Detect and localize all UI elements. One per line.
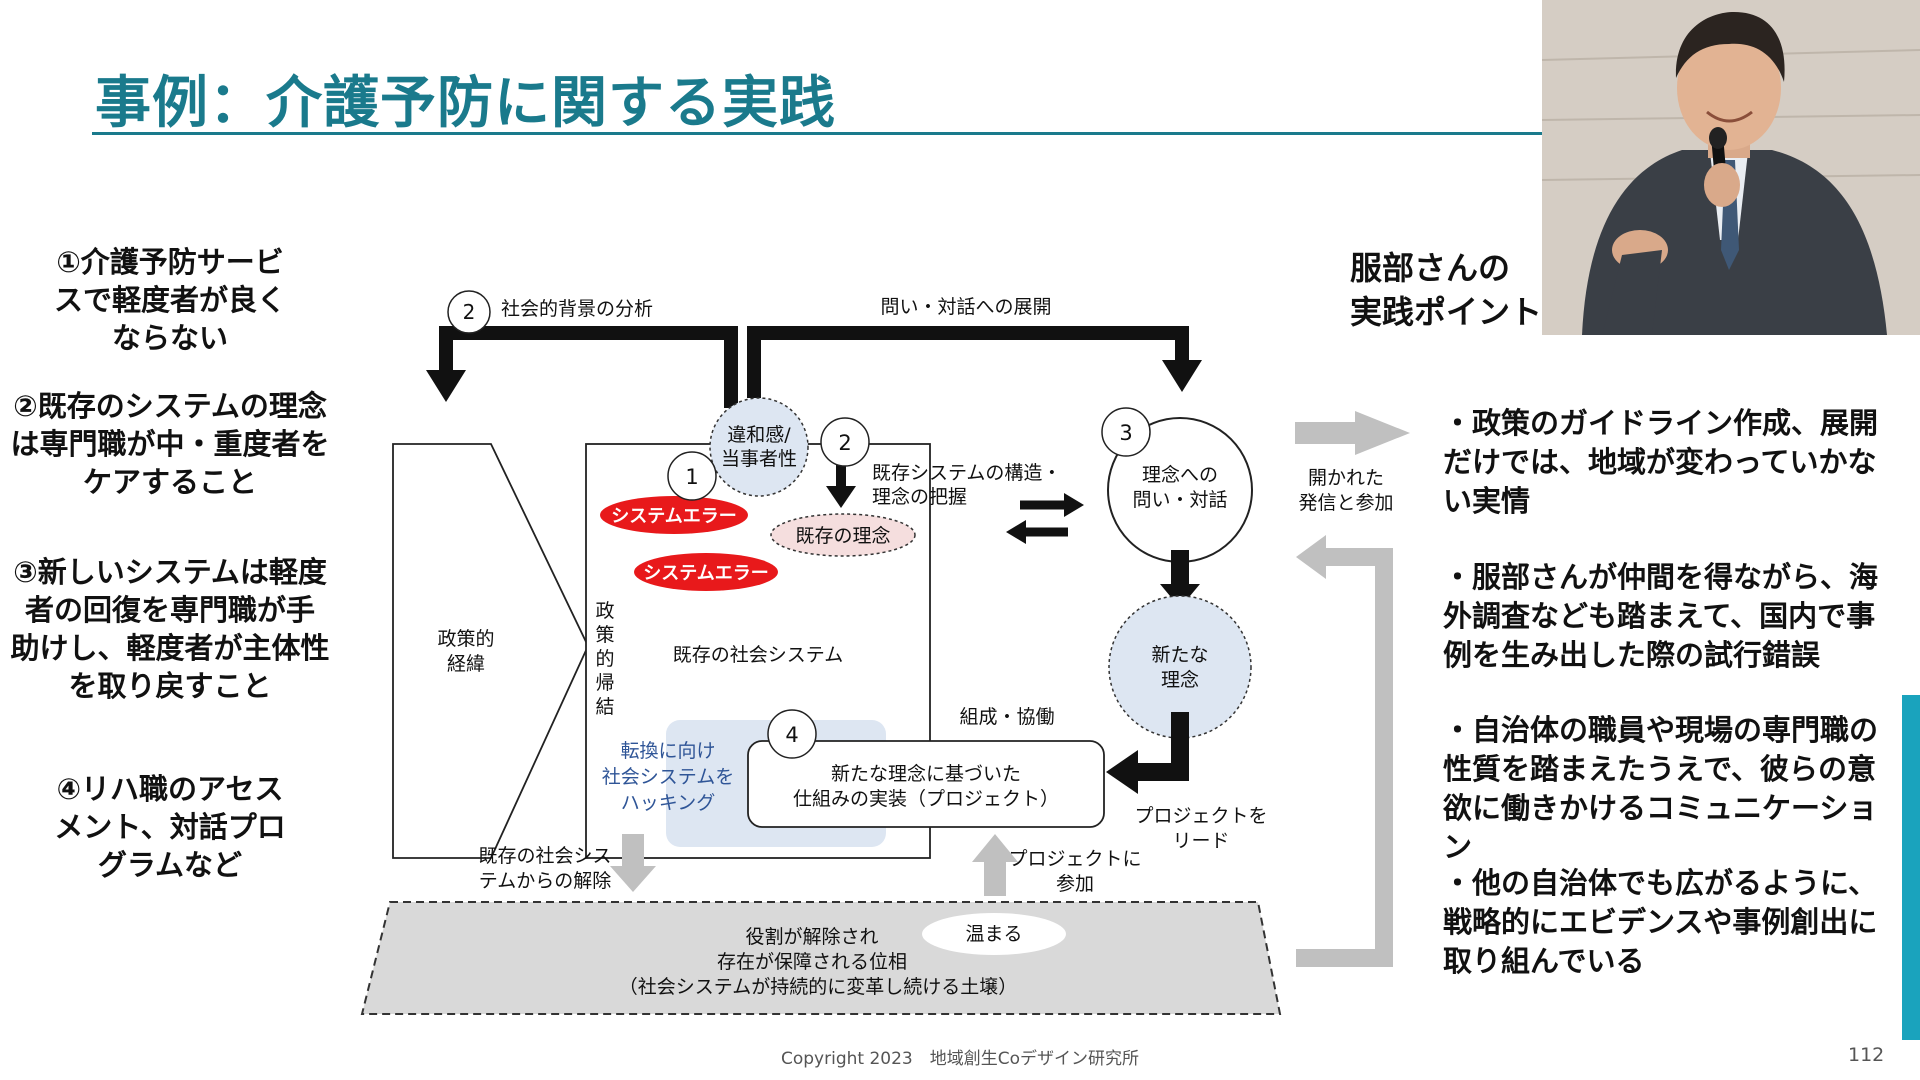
label-policy-result-3: 的 xyxy=(595,648,614,670)
label-policy-context-1: 政策的 xyxy=(437,628,494,650)
gray-arrow-out xyxy=(1295,422,1357,444)
step-number-circle-1 xyxy=(667,451,717,501)
label-open-participation-2: 発信と参加 xyxy=(1298,492,1393,514)
practice-point-2: ・服部さんが仲間を得ながら、海外調査なども踏まえて、国内で事例を生み出した際の試… xyxy=(1443,560,1879,672)
page-title: 事例：介護予防に関する実践 xyxy=(95,71,836,136)
label-dialogue-expansion: 問い・対話への展開 xyxy=(880,296,1051,318)
title-underline xyxy=(92,132,1542,135)
left-note-4-line-1: ④リハ職のアセス xyxy=(56,772,284,806)
label-discomfort-1: 違和感/ xyxy=(727,424,791,446)
label-policy-result-4: 帰 xyxy=(595,672,614,694)
left-note-4: ④リハ職のアセス メント、対話プロ グラムなど xyxy=(0,770,340,884)
arrow-to-implementation xyxy=(1134,712,1189,781)
arrow-dialogue-expansion xyxy=(747,326,1189,398)
step-number-circle-2b xyxy=(820,417,870,467)
speaker-photo-illustration xyxy=(1542,0,1920,335)
label-policy-result-2: 策 xyxy=(595,624,614,646)
label-existing-social-system: 既存の社会システム xyxy=(673,644,843,666)
left-note-3-line-3: 助けし、軽度者が主体性 xyxy=(10,631,330,665)
label-structure-grasp-2: 理念の把握 xyxy=(872,485,967,508)
warm-up-oval xyxy=(922,913,1066,955)
accent-side-bar xyxy=(1902,695,1920,1040)
copyright-footer: Copyright 2023 地域創生Coデザイン研究所 xyxy=(780,1049,1139,1069)
existing-philosophy-oval xyxy=(770,513,916,557)
label-join-project-2: 参加 xyxy=(1056,873,1094,895)
label-implementation-1: 新たな理念に基づいた xyxy=(831,762,1021,785)
left-note-2-line-1: ②既存のシステムの理念 xyxy=(13,389,327,423)
label-foundation-3: （社会システムが持続的に変革し続ける土壌） xyxy=(619,976,1017,998)
label-open-participation-1: 開かれた xyxy=(1308,467,1384,489)
step-number-2a: 2 xyxy=(463,300,476,324)
label-discomfort-2: 当事者性 xyxy=(721,448,797,470)
arrow-social-background xyxy=(439,326,738,408)
step-number-circle-3 xyxy=(1101,407,1151,457)
label-social-background: 社会的背景の分析 xyxy=(501,298,653,320)
label-system-error-2: システムエラー xyxy=(643,563,768,584)
practice-points-title-line-2: 実践ポイント xyxy=(1350,293,1543,331)
label-existing-philosophy: 既存の理念 xyxy=(795,524,890,547)
system-error-oval-2 xyxy=(634,553,778,591)
label-policy-result-5: 結 xyxy=(595,696,614,718)
left-note-3-line-2: 者の回復を専門職が手 xyxy=(24,593,315,627)
practice-point-1: ・政策のガイドライン作成、展開だけでは、地域が変わっていかない実情 xyxy=(1443,406,1879,518)
discomfort-circle xyxy=(709,397,809,497)
practice-points-title-line-1: 服部さんの xyxy=(1350,249,1511,287)
label-release-2: テムからの解除 xyxy=(479,870,611,892)
left-note-4-line-3: グラムなど xyxy=(97,848,243,882)
label-new-philosophy-1: 新たな xyxy=(1151,644,1208,666)
practice-point-3: ・自治体の職員や現場の専門職の性質を踏まえたうえで、彼らの意欲に働きかけるコミュ… xyxy=(1443,713,1879,864)
left-note-2-line-2: は専門職が中・重度者を xyxy=(10,427,330,461)
left-note-1-line-2: スで軽度者が良く xyxy=(53,283,286,317)
speaker-photo xyxy=(1542,0,1920,335)
label-structure-grasp-1: 既存システムの構造・ xyxy=(872,462,1061,484)
label-question-dialogue-2: 問い・対話 xyxy=(1132,489,1227,511)
policy-context-shape xyxy=(392,443,589,859)
implementation-box xyxy=(747,740,1105,828)
new-philosophy-circle xyxy=(1108,595,1252,739)
step-number-3: 3 xyxy=(1119,421,1132,445)
step-number-2b: 2 xyxy=(838,431,851,455)
left-note-1: ①介護予防サービ スで軽度者が良く ならない xyxy=(0,243,340,357)
step-number-circle-2a xyxy=(447,290,491,334)
step-number-1: 1 xyxy=(685,465,698,489)
left-note-1-line-3: ならない xyxy=(111,321,228,355)
practice-points-title: 服部さんの 実践ポイント xyxy=(1350,246,1542,334)
label-implementation-2: 仕組みの実装（プロジェクト） xyxy=(793,788,1059,810)
label-policy-context-2: 経緯 xyxy=(447,653,485,675)
gray-arrow-return xyxy=(1296,548,1393,967)
label-foundation-1: 役割が解除され xyxy=(745,926,878,948)
left-note-2: ②既存のシステムの理念 は専門職が中・重度者を ケアすること xyxy=(0,387,340,501)
label-join-project-1: プロジェクトに xyxy=(1008,848,1141,870)
label-release-1: 既存の社会シス xyxy=(478,845,611,867)
label-hacking-3: ハッキング xyxy=(621,792,715,814)
label-hacking-1: 転換に向け xyxy=(620,740,715,762)
label-organize: 組成・協働 xyxy=(959,706,1054,728)
label-warm-up: 温まる xyxy=(965,923,1022,945)
practice-point-4: ・他の自治体でも広がるように、戦略的にエビデンスや事例創出に取り組んでいる xyxy=(1443,866,1878,978)
step-number-circle-4 xyxy=(767,709,817,759)
label-policy-result-1: 政 xyxy=(595,600,614,622)
left-note-3-line-4: を取り戻すこと xyxy=(68,669,272,703)
page-number: 112 xyxy=(1848,1044,1885,1066)
left-note-1-line-1: ①介護予防サービ xyxy=(56,245,284,279)
label-lead-project-1: プロジェクトを xyxy=(1134,805,1267,827)
left-note-3-line-1: ③新しいシステムは軽度 xyxy=(13,555,327,589)
left-note-3: ③新しいシステムは軽度 者の回復を専門職が手 助けし、軽度者が主体性 を取り戻す… xyxy=(0,553,340,705)
system-error-oval-1 xyxy=(600,496,748,534)
label-foundation-2: 存在が保障される位相 xyxy=(717,951,907,973)
label-new-philosophy-2: 理念 xyxy=(1161,668,1199,691)
left-note-2-line-3: ケアすること xyxy=(82,465,257,499)
left-note-4-line-2: メント、対話プロ xyxy=(54,810,286,844)
label-system-error-1: システムエラー xyxy=(611,506,736,527)
label-question-dialogue-1: 理念への xyxy=(1142,463,1218,486)
label-lead-project-2: リード xyxy=(1172,830,1229,852)
step-number-4: 4 xyxy=(785,723,798,747)
label-hacking-2: 社会システムを xyxy=(602,766,734,788)
